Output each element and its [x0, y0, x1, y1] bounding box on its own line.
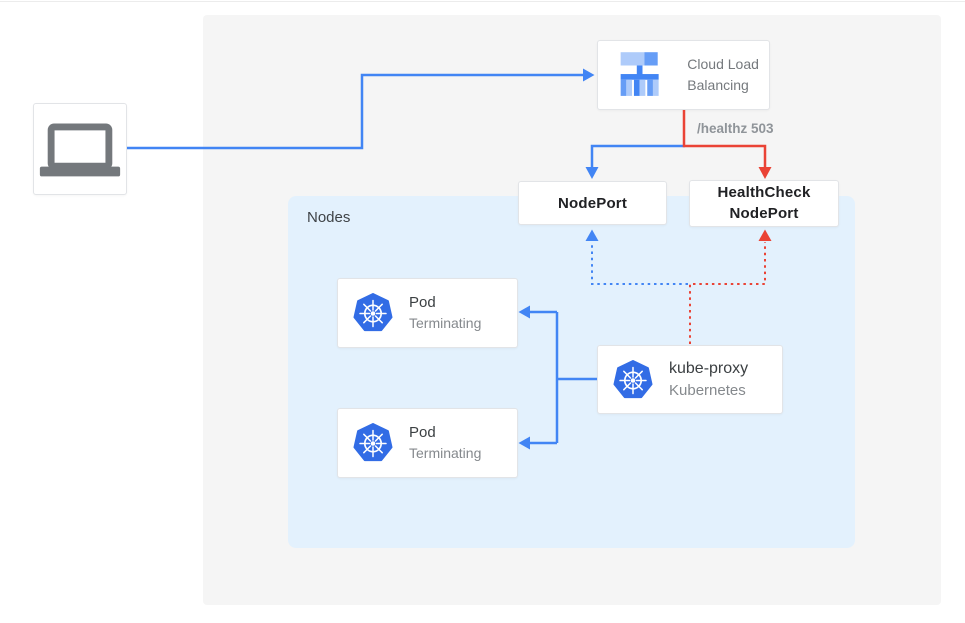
pod1-title: Pod	[409, 294, 436, 312]
healthcheck-nodeport-node: HealthCheck NodePort	[689, 180, 839, 227]
nodes-panel-label: Nodes	[307, 209, 351, 226]
kubernetes-icon	[613, 359, 653, 398]
kube-proxy-subtitle: Kubernetes	[669, 381, 746, 399]
kube-proxy-node: kube-proxy Kubernetes	[597, 345, 783, 414]
kubernetes-icon	[353, 423, 393, 462]
pod2-title: Pod	[409, 424, 436, 442]
pod-node-2: Pod Terminating	[337, 408, 518, 478]
top-divider	[0, 1, 965, 2]
pod1-status: Terminating	[409, 315, 482, 332]
pod2-status: Terminating	[409, 445, 482, 462]
healthcheck-nodeport-label: HealthCheck NodePort	[717, 184, 811, 222]
cloud-load-balancing-node: Cloud Load Balancing	[597, 40, 770, 110]
healthz-status-label: /healthz 503	[697, 121, 774, 136]
load-balancer-icon	[620, 52, 659, 96]
pod2-text: Pod Terminating	[409, 422, 481, 463]
nodeport-node: NodePort	[518, 181, 667, 225]
pod1-text: Pod Terminating	[409, 292, 481, 333]
kube-proxy-title: kube-proxy	[669, 360, 749, 378]
nodeport-label: NodePort	[557, 194, 628, 212]
kubernetes-icon	[353, 293, 393, 332]
kube-proxy-text: kube-proxy Kubernetes	[669, 358, 748, 401]
cloud-load-balancing-label: Cloud Load Balancing	[687, 56, 759, 93]
pod-node-1: Pod Terminating	[337, 278, 518, 348]
laptop-icon	[39, 123, 121, 177]
client-node	[33, 103, 127, 195]
